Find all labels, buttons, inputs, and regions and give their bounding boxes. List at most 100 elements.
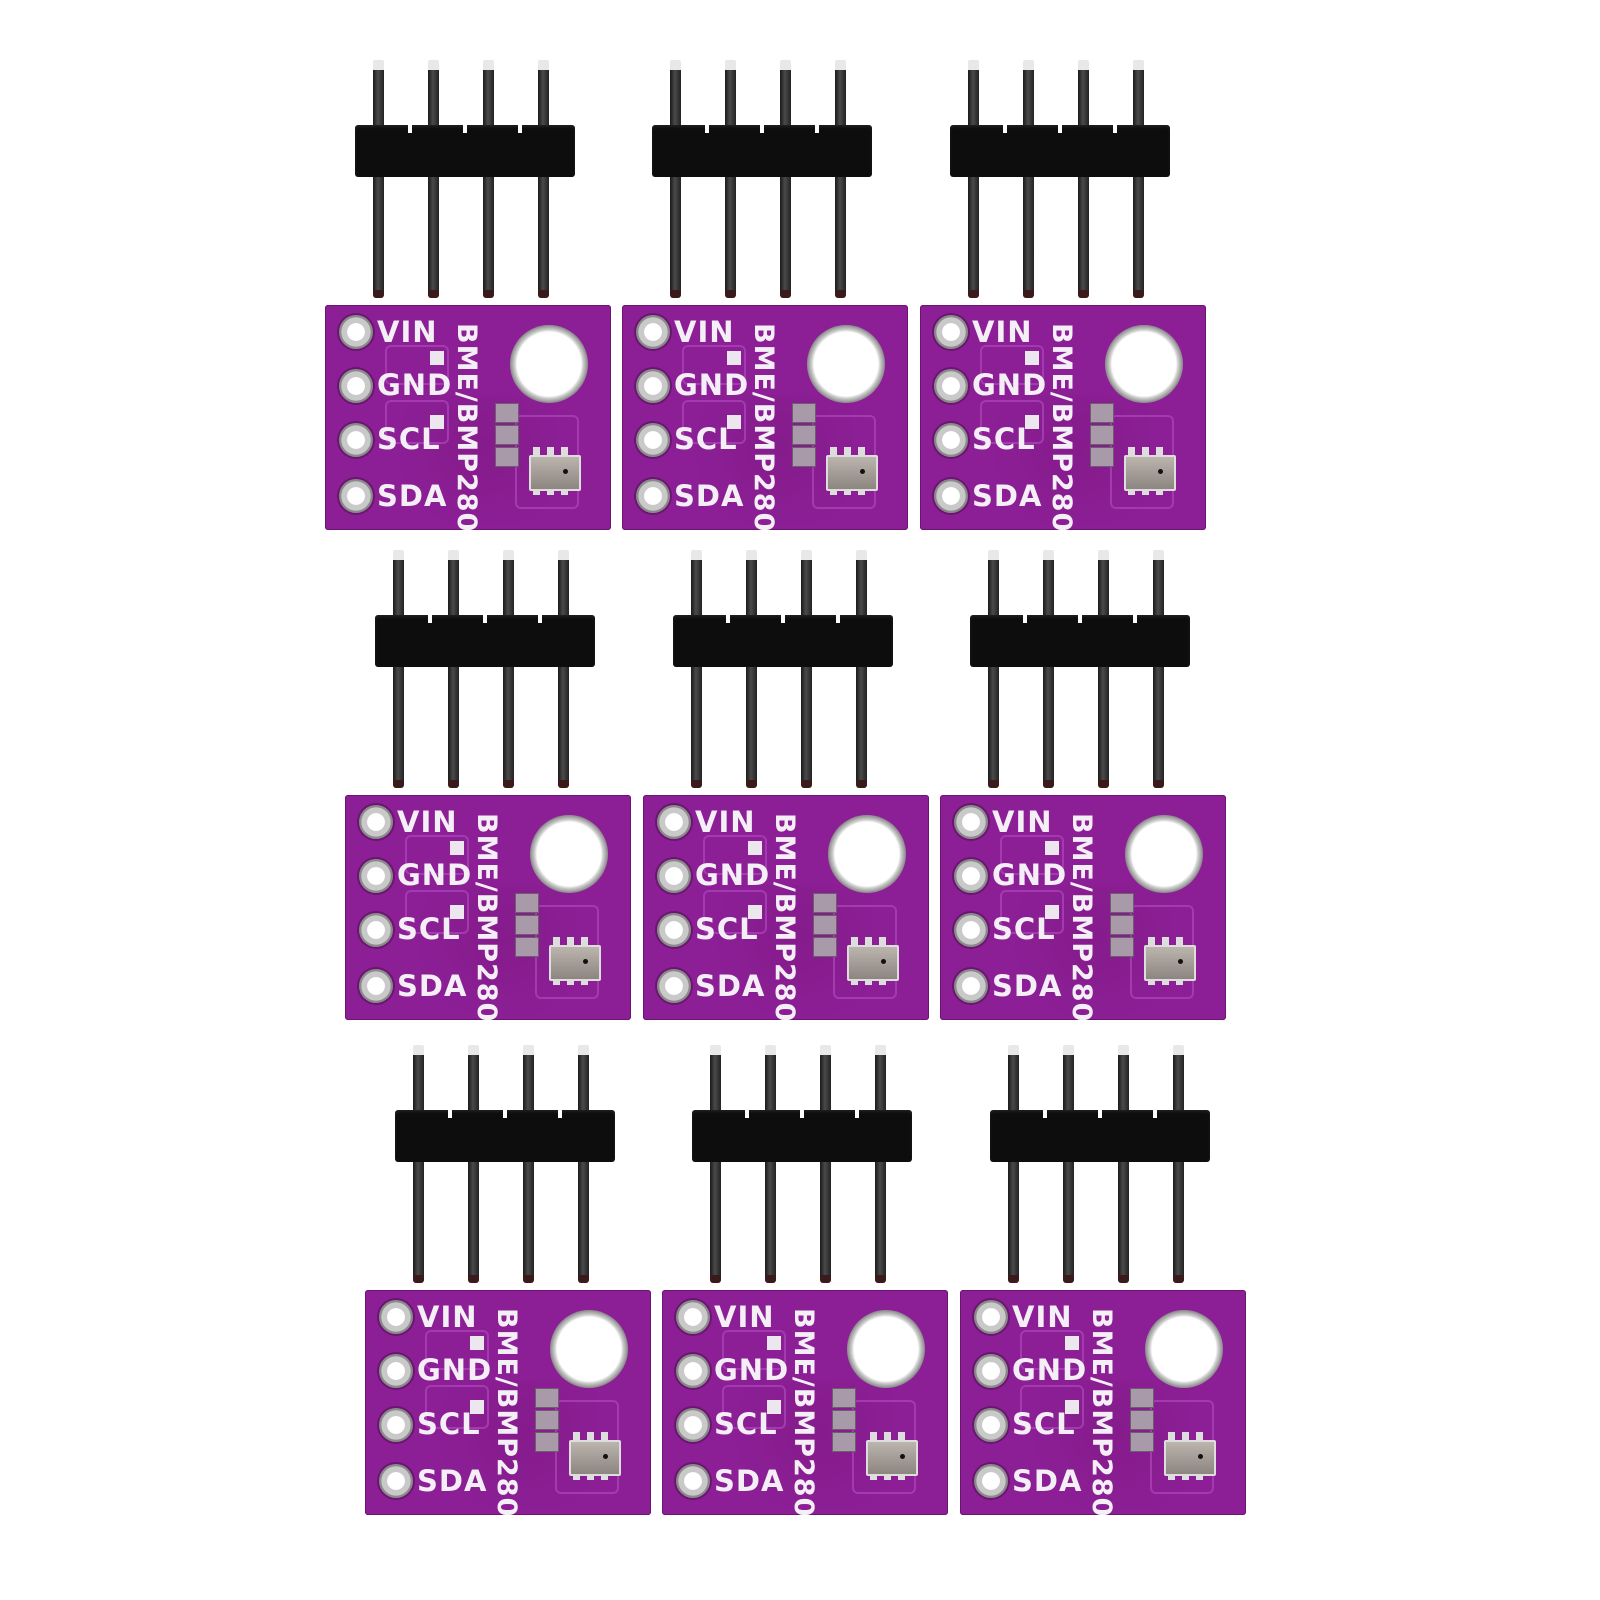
header-pin <box>558 556 569 784</box>
pin-label-scl: SCL <box>714 1407 778 1441</box>
pin-tip <box>413 1045 424 1055</box>
smd-component <box>813 915 837 935</box>
header-pin <box>670 66 681 294</box>
pin-label-vin: VIN <box>397 805 458 839</box>
pin-foot <box>780 290 791 298</box>
bmp280-module: VIN GND SCL SDA BME/BMP280 <box>960 1045 1250 1525</box>
header-pin <box>856 556 867 784</box>
pin-tip <box>1098 550 1109 560</box>
smd-component <box>1130 1410 1154 1430</box>
pad-scl <box>657 913 691 947</box>
pin-label-sda: SDA <box>377 479 448 513</box>
pressure-sensor-chip <box>822 447 878 495</box>
pin-tip <box>780 60 791 70</box>
chip-label: BME/BMP280 <box>491 1308 522 1515</box>
pad-scl <box>954 913 988 947</box>
header-pin <box>1008 1051 1019 1279</box>
header-pin <box>1023 66 1034 294</box>
pad-scl <box>676 1408 710 1442</box>
header-pin <box>1098 556 1109 784</box>
pressure-sensor-chip <box>843 937 899 985</box>
pcb-board: VIN GND SCL SDA BME/BMP280 <box>662 1290 948 1515</box>
header-pin <box>448 556 459 784</box>
pad-gnd <box>934 369 968 403</box>
pin-tip <box>746 550 757 560</box>
pin-label-sda: SDA <box>972 479 1043 513</box>
pin-foot <box>820 1275 831 1283</box>
pin-tip <box>691 550 702 560</box>
pin-foot <box>578 1275 589 1283</box>
pad-scl <box>359 913 393 947</box>
pad-sda <box>974 1464 1008 1498</box>
header-housing <box>355 125 575 177</box>
pin-foot <box>393 780 404 788</box>
pin-tip <box>1063 1045 1074 1055</box>
pin-foot <box>725 290 736 298</box>
bmp280-module: VIN GND SCL SDA BME/BMP280 <box>325 60 615 540</box>
pin-label-scl: SCL <box>417 1407 481 1441</box>
smd-component <box>1110 915 1134 935</box>
chip-label: BME/BMP280 <box>769 813 800 1020</box>
pad-sda <box>657 969 691 1003</box>
pin-foot <box>968 290 979 298</box>
pad-sda <box>934 479 968 513</box>
pad-gnd <box>359 859 393 893</box>
smd-component <box>495 425 519 445</box>
pressure-sensor-chip <box>1120 447 1176 495</box>
pin-label-sda: SDA <box>397 969 468 1003</box>
pin-label-scl: SCL <box>397 912 461 946</box>
chip-label: BME/BMP280 <box>748 323 779 530</box>
pin-label-scl: SCL <box>377 422 441 456</box>
pad-vin <box>954 805 988 839</box>
pressure-sensor-chip <box>862 1432 918 1480</box>
mounting-hole <box>807 325 885 403</box>
header-pin <box>1118 1051 1129 1279</box>
chip-label: BME/BMP280 <box>1066 813 1097 1020</box>
pin-label-gnd: GND <box>397 858 473 892</box>
pad-scl <box>974 1408 1008 1442</box>
bmp280-module: VIN GND SCL SDA BME/BMP280 <box>643 550 933 1030</box>
pin-tip <box>1078 60 1089 70</box>
pin-tip <box>988 550 999 560</box>
header-pin <box>1078 66 1089 294</box>
pin-foot <box>523 1275 534 1283</box>
bmp280-module: VIN GND SCL SDA BME/BMP280 <box>345 550 635 1030</box>
header-pin <box>373 66 384 294</box>
pin-tip <box>670 60 681 70</box>
pin-tip <box>1153 550 1164 560</box>
header-pin <box>968 66 979 294</box>
pcb-board: VIN GND SCL SDA BME/BMP280 <box>345 795 631 1020</box>
pin-foot <box>1043 780 1054 788</box>
pin-label-vin: VIN <box>972 315 1033 349</box>
smd-component <box>1090 425 1114 445</box>
smd-component <box>515 937 539 957</box>
pad-vin <box>657 805 691 839</box>
pad-sda <box>359 969 393 1003</box>
chip-label: BME/BMP280 <box>1046 323 1077 530</box>
pin-tip <box>725 60 736 70</box>
pad-vin <box>934 315 968 349</box>
smd-component <box>1110 937 1134 957</box>
pin-foot <box>538 290 549 298</box>
pin-foot <box>1173 1275 1184 1283</box>
pin-tip <box>523 1045 534 1055</box>
pad-sda <box>379 1464 413 1498</box>
pin-tip <box>578 1045 589 1055</box>
pin-foot <box>483 290 494 298</box>
header-pin <box>393 556 404 784</box>
header-housing <box>950 125 1170 177</box>
smd-component <box>495 403 519 423</box>
pin-foot <box>413 1275 424 1283</box>
pin-tip <box>820 1045 831 1055</box>
bmp280-module: VIN GND SCL SDA BME/BMP280 <box>365 1045 655 1525</box>
header-housing <box>673 615 893 667</box>
pcb-board: VIN GND SCL SDA BME/BMP280 <box>920 305 1206 530</box>
smd-component <box>535 1388 559 1408</box>
header-housing <box>970 615 1190 667</box>
mounting-hole <box>530 815 608 893</box>
pin-tip <box>801 550 812 560</box>
pin-tip <box>558 550 569 560</box>
pin-tip <box>968 60 979 70</box>
pin-foot <box>558 780 569 788</box>
pin-tip <box>538 60 549 70</box>
